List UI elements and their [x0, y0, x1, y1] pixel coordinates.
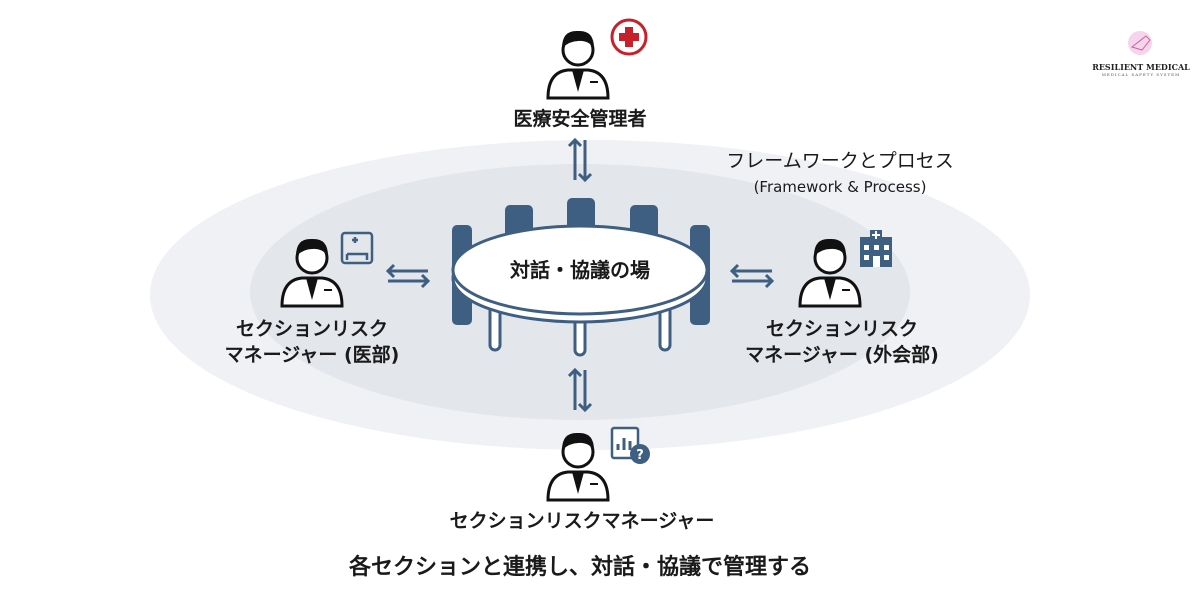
top-role-label: 医療安全管理者	[513, 108, 647, 130]
hospital-building-icon	[860, 230, 892, 267]
left-role-line2: マネージャー (医部)	[224, 344, 400, 366]
logo: RESILIENT MEDICAL MEDICAL SAFETY SYSTEM	[1086, 30, 1196, 77]
logo-tagline: MEDICAL SAFETY SYSTEM	[1101, 72, 1181, 77]
framework-label-en: (Framework & Process)	[753, 178, 927, 196]
framework-label-ja: フレームワークとプロセス	[726, 150, 954, 172]
table-label: 対話・協議の場	[510, 258, 650, 282]
red-cross-icon	[610, 18, 648, 56]
safety-manager-person-icon	[546, 29, 610, 100]
right-role-line1: セクションリスク	[765, 318, 918, 340]
right-role-label: セクションリスク マネージャー (外会部)	[745, 316, 939, 368]
logo-name: RESILIENT MEDICAL	[1092, 62, 1190, 72]
report-question-icon: ?	[610, 426, 650, 464]
right-role-line2: マネージャー (外会部)	[745, 344, 939, 366]
bottom-role-label: セクションリスクマネージャー	[449, 510, 715, 532]
framework-label: フレームワークとプロセス (Framework & Process)	[726, 148, 953, 200]
logo-bird-icon	[1128, 31, 1152, 55]
left-role-line1: セクションリスク	[235, 318, 388, 340]
meeting-table	[451, 198, 710, 357]
hospital-bed-icon	[340, 231, 374, 265]
svg-text:?: ?	[636, 448, 644, 463]
left-role-label: セクションリスク マネージャー (医部)	[225, 316, 400, 368]
caption: 各セクションと連携し、対話・協議で管理する	[348, 555, 812, 580]
